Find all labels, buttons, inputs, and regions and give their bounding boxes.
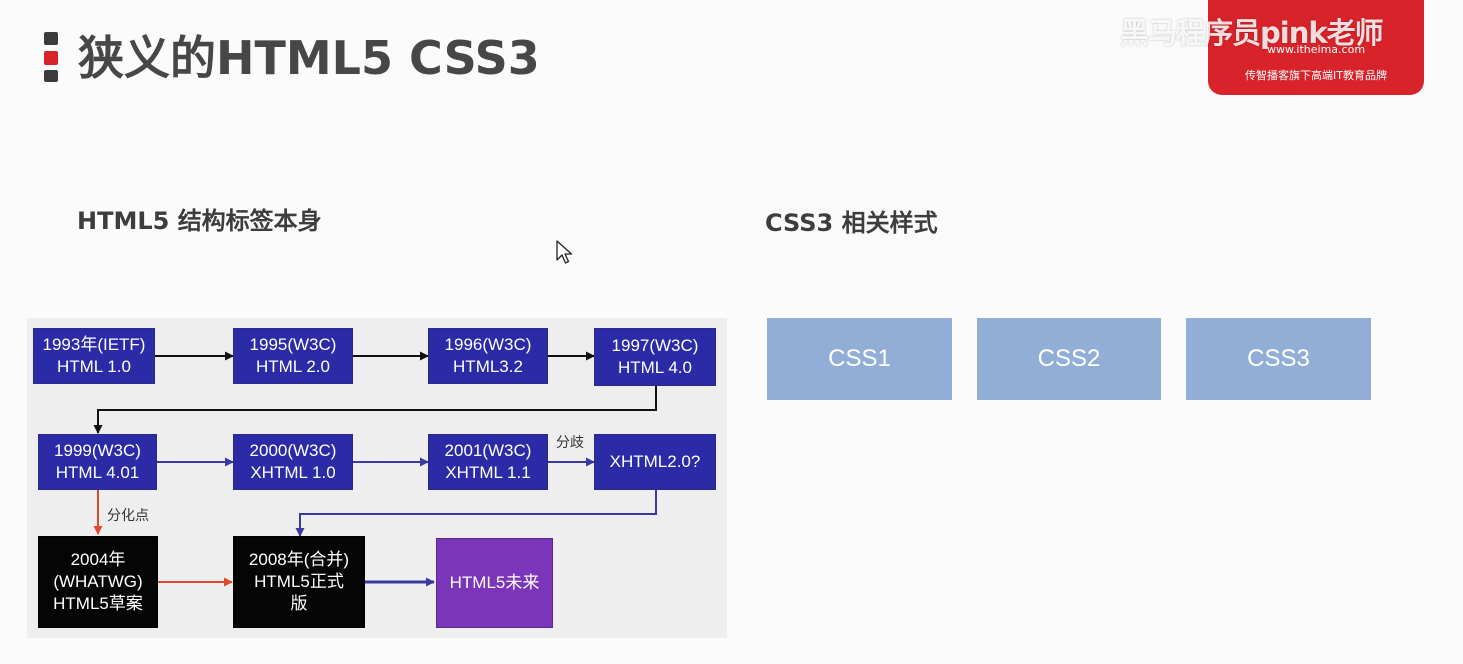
- node-html5-future: HTML5未来: [436, 538, 553, 628]
- node-line: 1999(W3C): [54, 441, 141, 460]
- arrow-xhtml2-2008: [295, 490, 657, 537]
- node-line: XHTML2.0?: [609, 452, 701, 471]
- node-1993-html1: 1993年(IETF) HTML 1.0: [33, 328, 155, 384]
- css2-box: CSS2: [977, 318, 1161, 400]
- node-line: HTML5正式: [254, 572, 344, 591]
- html5-section-heading: HTML5 结构标签本身: [77, 207, 322, 235]
- node-1996-html32: 1996(W3C) HTML3.2: [428, 328, 548, 384]
- node-line: 2008年(合并): [248, 550, 350, 569]
- node-line: HTML 2.0: [255, 357, 330, 376]
- html-history-diagram: 1993年(IETF) HTML 1.0 1995(W3C) HTML 2.0 …: [27, 318, 727, 638]
- node-line: 1995(W3C): [249, 335, 337, 354]
- mouse-cursor-icon: [556, 240, 573, 264]
- node-2008-merge: 2008年(合并) HTML5正式 版: [233, 536, 365, 628]
- node-line: HTML 4.0: [617, 358, 692, 377]
- node-line: 版: [290, 594, 308, 613]
- node-2004-whatwg: 2004年 (WHATWG) HTML5草案: [38, 536, 158, 628]
- logo-tagline: 传智播客旗下高端IT教育品牌: [1245, 69, 1387, 82]
- title-accent-middle: [44, 51, 58, 65]
- title-accent-bottom: [44, 70, 58, 82]
- node-line: HTML5草案: [53, 594, 143, 613]
- node-line: 2001(W3C): [444, 441, 532, 460]
- node-1995-html2: 1995(W3C) HTML 2.0: [233, 328, 353, 384]
- arrow-1997-1999: [93, 386, 657, 434]
- slide-title: 狭义的HTML5 CSS3: [78, 31, 540, 85]
- logo-url: www.itheima.com: [1266, 43, 1366, 56]
- node-line: 1993年(IETF): [42, 335, 146, 354]
- node-line: XHTML 1.1: [445, 463, 531, 482]
- node-xhtml2: XHTML2.0?: [594, 434, 716, 490]
- css3-box: CSS3: [1186, 318, 1371, 400]
- node-line: 1996(W3C): [444, 335, 532, 354]
- node-line: (WHATWG): [53, 572, 143, 591]
- label-divergence-point: 分化点: [107, 508, 149, 524]
- css3-section-heading: CSS3 相关样式: [765, 209, 938, 237]
- brand-logo: www.itheima.com 传智播客旗下高端IT教育品牌: [1208, 0, 1424, 95]
- node-line: HTML 4.01: [55, 463, 140, 482]
- title-accent-top: [44, 32, 58, 45]
- node-2000-xhtml1: 2000(W3C) XHTML 1.0: [233, 434, 353, 490]
- watermark-text: 黑马程序员pink老师: [1120, 16, 1384, 50]
- node-line: 1997(W3C): [611, 336, 699, 355]
- node-line: XHTML 1.0: [250, 463, 336, 482]
- css1-box: CSS1: [767, 318, 952, 400]
- node-2001-xhtml11: 2001(W3C) XHTML 1.1: [428, 434, 548, 490]
- node-1999-html401: 1999(W3C) HTML 4.01: [38, 434, 157, 490]
- node-line: HTML5未来: [449, 573, 540, 592]
- diagram-arrows: [93, 351, 657, 587]
- node-1997-html4: 1997(W3C) HTML 4.0: [594, 328, 716, 386]
- node-line: HTML 1.0: [56, 357, 131, 376]
- node-line: HTML3.2: [453, 357, 523, 376]
- node-line: 2000(W3C): [249, 441, 337, 460]
- node-line: 2004年: [70, 550, 126, 569]
- label-branch: 分歧: [556, 435, 584, 451]
